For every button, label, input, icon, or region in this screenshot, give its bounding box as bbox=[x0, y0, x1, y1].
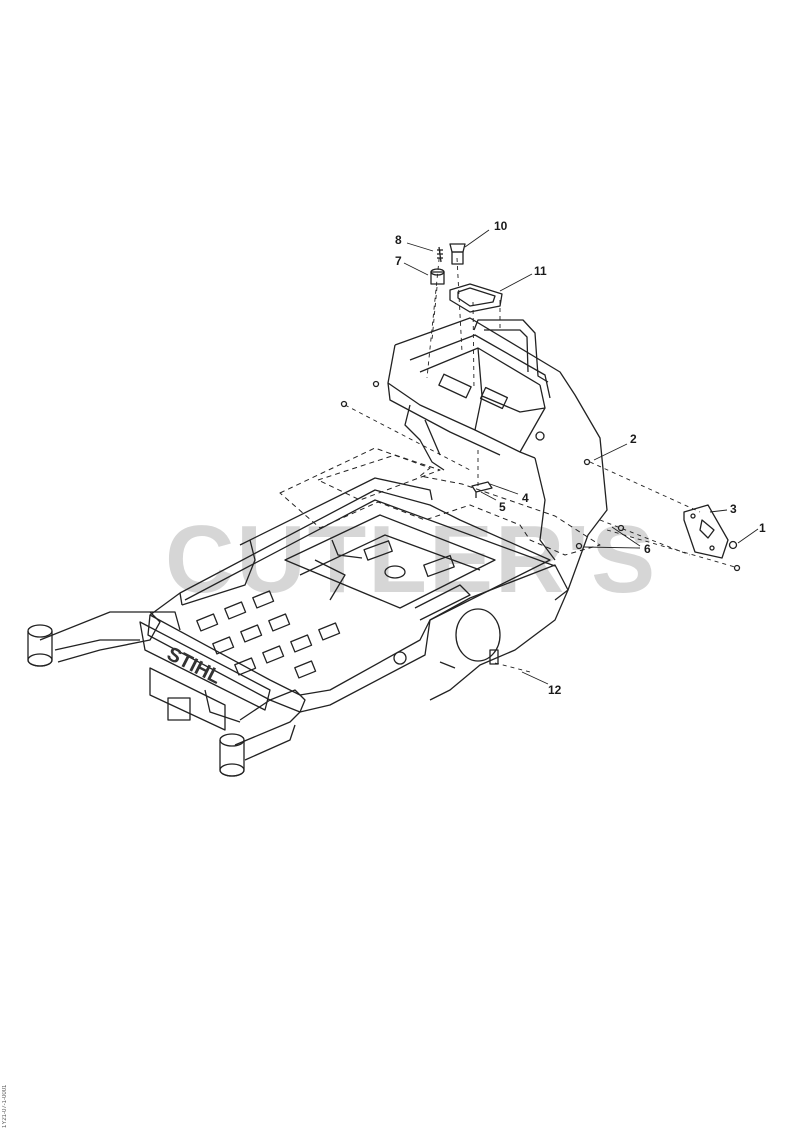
front-bumper bbox=[139, 621, 271, 731]
callout-5: 5 bbox=[499, 500, 506, 514]
part-10-knob bbox=[449, 243, 466, 265]
left-axle-arm bbox=[39, 611, 181, 663]
main-frame bbox=[147, 477, 556, 713]
callout-7: 7 bbox=[395, 254, 402, 268]
part-1-nut bbox=[728, 540, 741, 572]
part-7-bushing bbox=[430, 268, 445, 285]
callout-3: 3 bbox=[730, 502, 737, 516]
floor-pan-outline bbox=[279, 447, 601, 556]
callout-2: 2 bbox=[630, 432, 637, 446]
right-caster-wheel bbox=[219, 733, 245, 777]
leader-lines bbox=[403, 229, 759, 685]
callout-12: 12 bbox=[548, 683, 562, 697]
part-11-cover bbox=[449, 283, 503, 313]
part-8-screw bbox=[437, 246, 443, 263]
assembly-lines bbox=[344, 249, 736, 673]
right-axle-arm bbox=[234, 689, 306, 761]
callout-8: 8 bbox=[395, 233, 402, 247]
callout-4: 4 bbox=[522, 491, 529, 505]
callout-11: 11 bbox=[534, 264, 547, 278]
callout-10: 10 bbox=[494, 219, 508, 233]
left-caster-wheel bbox=[27, 624, 53, 667]
callout-6: 6 bbox=[644, 542, 651, 556]
part-3-bracket bbox=[683, 504, 729, 559]
part-6-screws bbox=[575, 524, 625, 550]
part-4-5-latch bbox=[471, 481, 493, 498]
watermark: CUTLER'S bbox=[165, 506, 657, 613]
control-tower bbox=[387, 317, 608, 601]
part-2-bolt bbox=[583, 458, 591, 466]
floor-slots bbox=[196, 590, 341, 679]
document-reference: 1Y21-07-1-0001 bbox=[2, 1084, 8, 1128]
callout-1: 1 bbox=[759, 521, 766, 535]
side-plate bbox=[393, 564, 569, 701]
loose-bolts bbox=[340, 380, 380, 408]
